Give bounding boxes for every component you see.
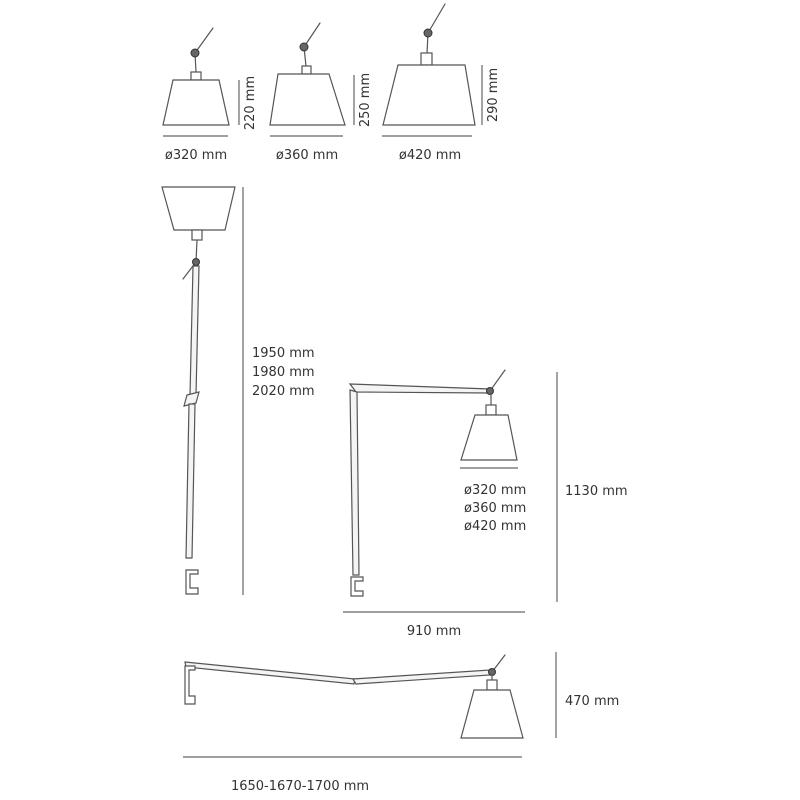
shade-small: 220 mm ø320 mm — [162, 27, 258, 163]
height-label: 1980 mm — [252, 365, 315, 380]
vertical-lamp: 1950 mm 1980 mm 2020 mm — [161, 186, 315, 595]
diameter-label: ø360 mm — [464, 501, 526, 516]
height-label: 250 mm — [358, 73, 373, 127]
reach-label: 910 mm — [407, 624, 461, 639]
shade-medium: 250 mm ø360 mm — [269, 22, 373, 163]
length-label: 1650-1670-1700 mm — [231, 779, 369, 794]
height-label: 290 mm — [486, 68, 501, 122]
diameter-label: ø420 mm — [399, 148, 461, 163]
height-label: 1130 mm — [565, 484, 628, 499]
shade-large: 290 mm ø420 mm — [382, 3, 501, 163]
height-label: 470 mm — [565, 694, 619, 709]
diameter-label: ø360 mm — [276, 148, 338, 163]
diameter-label: ø320 mm — [165, 148, 227, 163]
desk-lamp: ø320 mm ø360 mm ø420 mm 1130 mm 910 mm — [343, 369, 628, 639]
height-label: 220 mm — [243, 76, 258, 130]
extended-lamp: 470 mm 1650-1670-1700 mm — [183, 652, 619, 794]
height-label: 1950 mm — [252, 346, 315, 361]
diameter-label: ø320 mm — [464, 483, 526, 498]
height-label: 2020 mm — [252, 384, 315, 399]
diameter-label: ø420 mm — [464, 519, 526, 534]
